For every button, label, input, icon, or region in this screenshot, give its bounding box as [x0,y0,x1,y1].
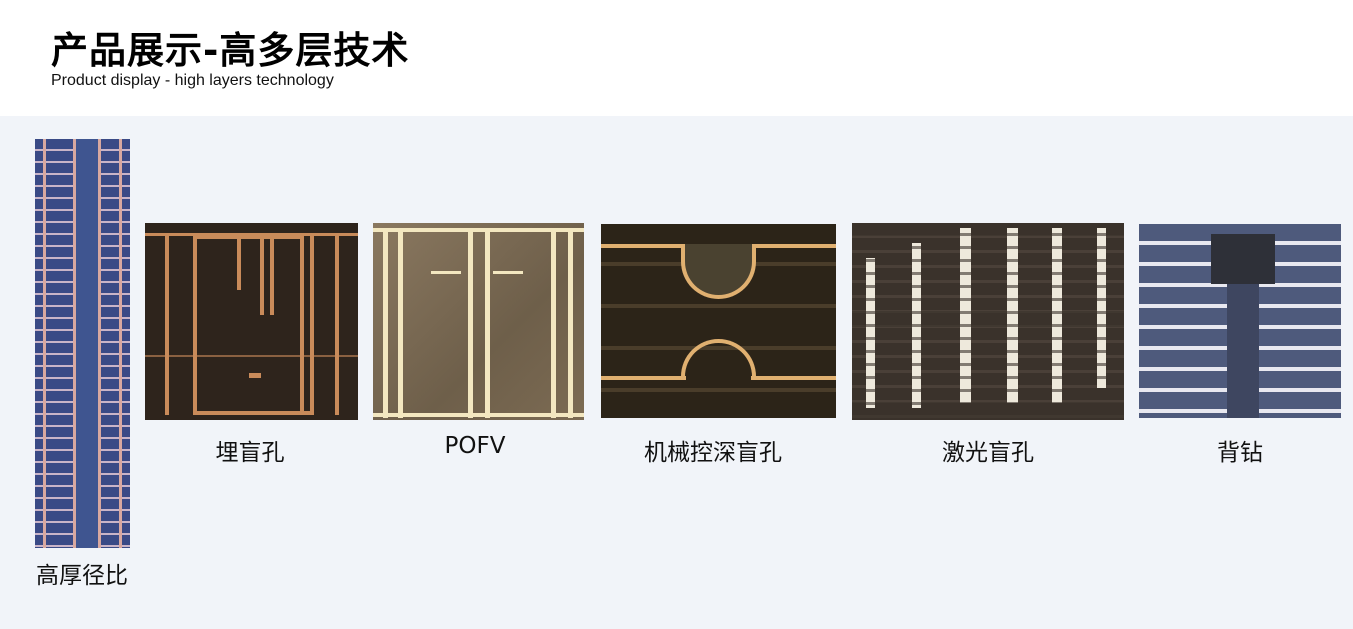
product-image-laser-blind-via[interactable] [852,223,1124,420]
product-label-pofv: POFV [444,433,506,459]
page-title: 产品展示-高多层技术 [51,29,410,72]
product-image-back-drill[interactable] [1139,224,1341,418]
product-image-controlled-depth-drill[interactable] [601,224,836,418]
product-label-back-drill: 背钻 [1217,440,1263,466]
product-label-laser-blind-via: 激光盲孔 [942,440,1034,466]
product-image-pofv[interactable] [373,223,584,420]
product-label-buried-blind-via: 埋盲孔 [215,440,285,466]
product-image-buried-blind-via[interactable] [145,223,358,420]
page-header: 产品展示-高多层技术 Product display - high layers… [0,0,1353,116]
product-label-high-aspect-ratio: 高厚径比 [36,563,128,589]
product-image-high-aspect-ratio[interactable] [35,139,130,548]
page-subtitle: Product display - high layers technology [51,72,334,89]
product-label-controlled-depth-drill: 机械控深盲孔 [644,440,782,466]
